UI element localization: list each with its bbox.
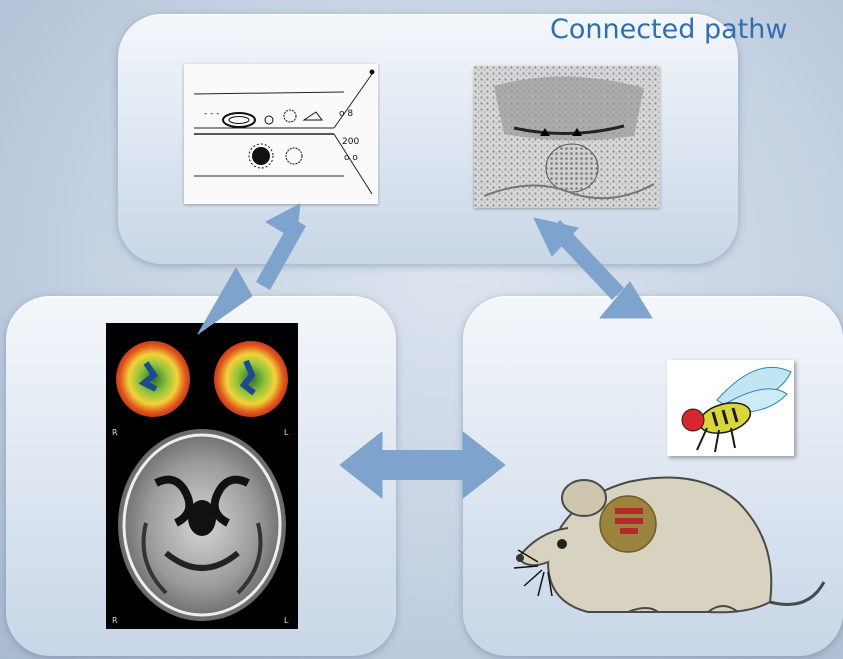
fruit-fly-icon (667, 360, 794, 456)
mouse-icon (508, 462, 826, 622)
svg-text:o 8: o 8 (339, 109, 353, 119)
scan-label: R (112, 428, 118, 437)
scan-label: R (112, 616, 118, 625)
svg-text:- - -: - - - (204, 109, 219, 119)
brain-scan-icon: R L R L (106, 323, 298, 629)
scan-label: L (284, 616, 289, 625)
electrode-diagram-icon: o 8 200 o o - - - (184, 64, 378, 204)
svg-text:o o: o o (344, 153, 358, 163)
scan-label: L (284, 428, 289, 437)
synapse-micrograph-icon (474, 66, 660, 208)
svg-text:200: 200 (342, 137, 359, 147)
slide-title: Connected pathw (550, 14, 788, 45)
